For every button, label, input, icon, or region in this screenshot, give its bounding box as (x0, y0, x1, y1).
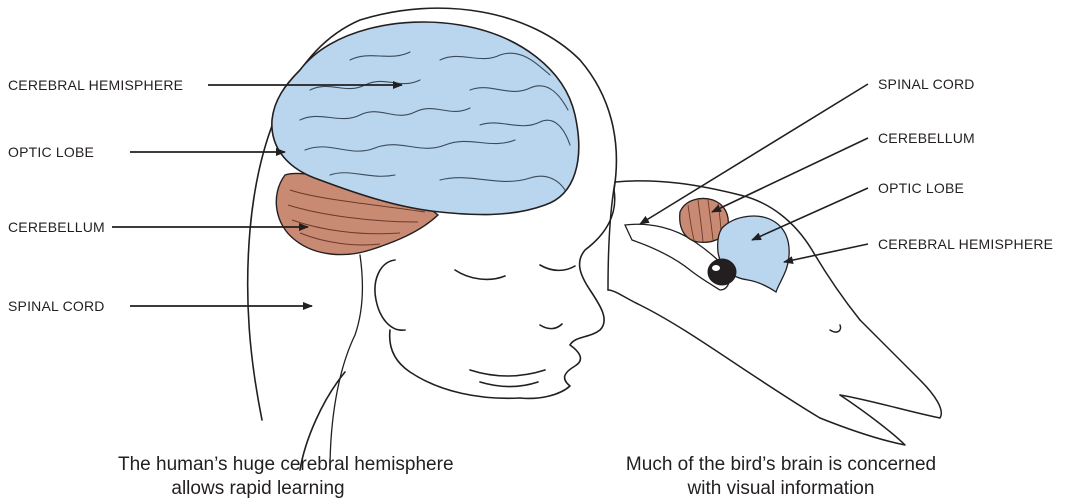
human-label-spinal-cord: SPINAL CORD (8, 298, 105, 314)
bird-caption-line-2: with visual information (622, 477, 940, 501)
bird-optic-lobe-shape (708, 259, 736, 285)
arrow-bird-cerebellum (712, 138, 868, 212)
human-caption-line-2: allows rapid learning (118, 477, 398, 501)
bird-caption: Much of the bird’s brain is concerned wi… (622, 453, 940, 501)
human-caption-line-1: The human’s huge cerebral hemisphere (118, 453, 398, 477)
arrow-bird-cerebral-hemisphere (784, 244, 868, 262)
bird-label-optic-lobe: OPTIC LOBE (878, 180, 964, 196)
bird-head-illustration (608, 181, 941, 445)
human-caption: The human’s huge cerebral hemisphere all… (118, 453, 398, 501)
bird-optic-lobe-highlight (712, 265, 720, 271)
human-label-cerebral-hemisphere: CEREBRAL HEMISPHERE (8, 77, 183, 93)
bird-label-spinal-cord: SPINAL CORD (878, 76, 975, 92)
arrow-bird-optic-lobe (752, 188, 868, 240)
human-label-optic-lobe: OPTIC LOBE (8, 144, 94, 160)
bird-label-cerebral-hemisphere: CEREBRAL HEMISPHERE (878, 236, 1053, 252)
human-label-cerebellum: CEREBELLUM (8, 219, 105, 235)
bird-caption-line-1: Much of the bird’s brain is concerned (622, 453, 940, 477)
bird-label-cerebellum: CEREBELLUM (878, 130, 975, 146)
